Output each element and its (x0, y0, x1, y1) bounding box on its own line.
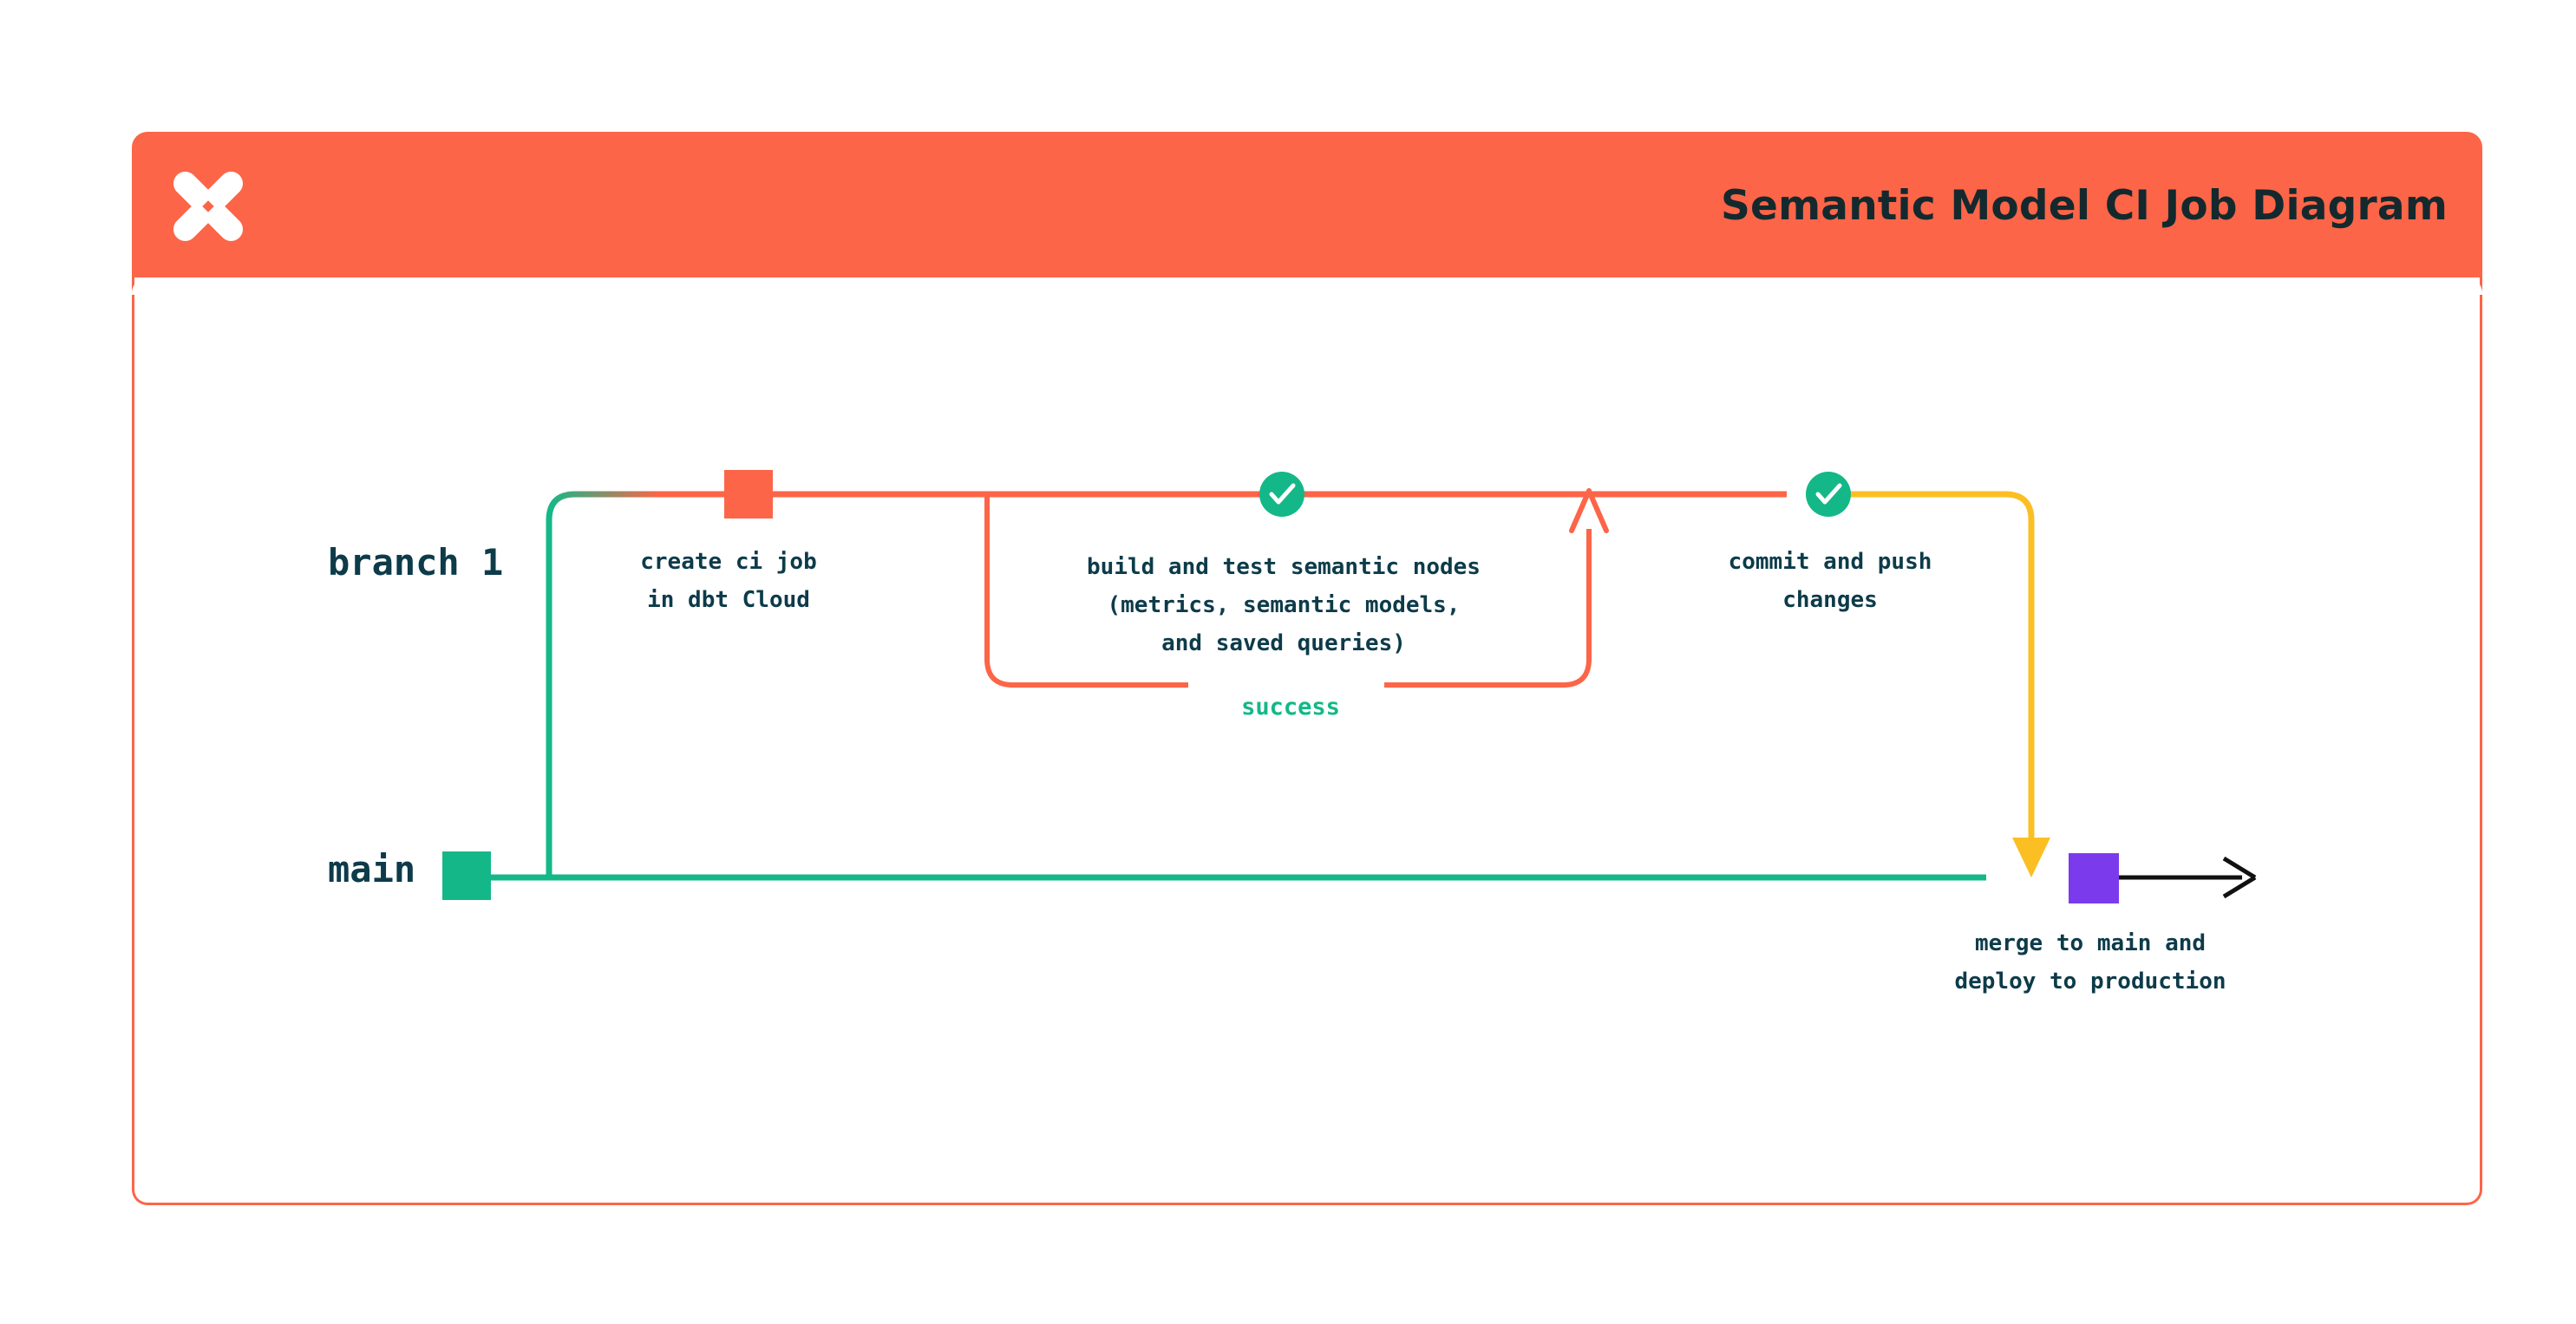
node-caption-merge-to-main: merge to main and deploy to production (1954, 930, 2226, 995)
header-corner-left (132, 277, 149, 295)
diagram-card: Semantic Model CI Job Diagram (132, 132, 2482, 1205)
retry-loop-label: success (1128, 694, 1454, 721)
dbt-x-logo-icon (173, 172, 243, 241)
card-body (132, 277, 2482, 1205)
lane-label-branch1: branch 1 (328, 541, 504, 584)
header-corner-right (2465, 277, 2482, 295)
card-header: Semantic Model CI Job Diagram (132, 132, 2482, 281)
node-caption-build-and-test: build and test semantic nodes (metrics, … (1087, 554, 1481, 656)
page-title: Semantic Model CI Job Diagram (1720, 182, 2448, 230)
lane-label-main: main (328, 848, 416, 890)
node-caption-create-ci-job: create ci job in dbt Cloud (640, 549, 817, 613)
node-caption-commit-and-push: commit and push changes (1728, 549, 1932, 613)
